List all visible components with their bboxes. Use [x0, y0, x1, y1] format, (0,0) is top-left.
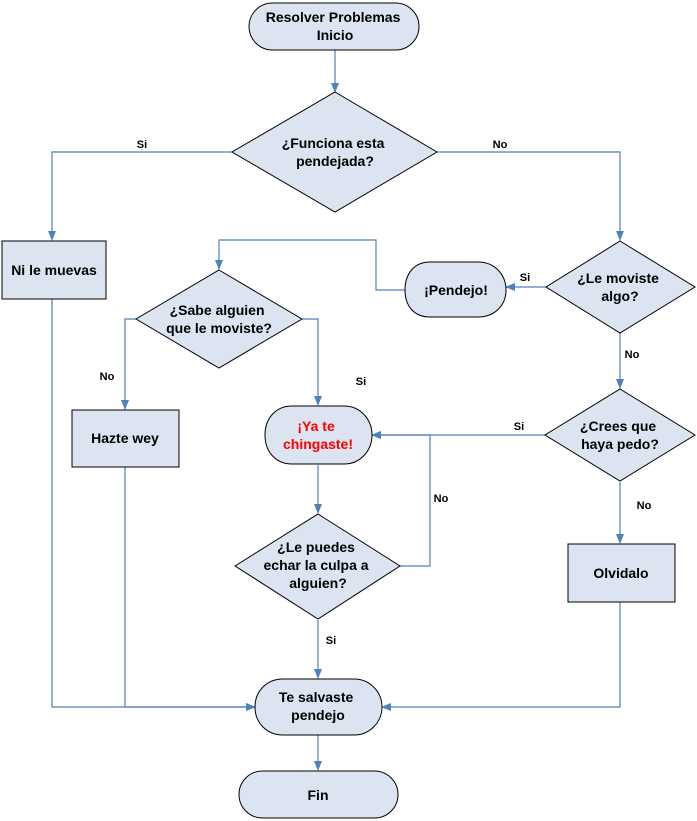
edge-label-trouble-no: No	[637, 500, 652, 512]
decision-anyone-knows-shape	[135, 269, 303, 369]
node-dont-touch: Ni le muevas	[1, 240, 107, 300]
node-start-label: Resolver Problemas Inicio	[266, 9, 405, 43]
node-play-dumb-label: Hazte wey	[91, 430, 159, 446]
node-end-label: Fin	[308, 787, 329, 803]
edge-label-blame-no: No	[434, 493, 449, 505]
edge-blame-no	[371, 431, 431, 567]
node-touched-label: ¿Le moviste algo?	[577, 270, 663, 304]
edge-label-touched-no: No	[625, 349, 640, 361]
node-dont-touch-label: Ni le muevas	[11, 262, 97, 278]
process-play-dumb-shape	[71, 409, 180, 468]
delay-idiot-shape	[404, 261, 507, 318]
edge-play-dumb-to-saved	[124, 467, 256, 711]
edge-label-trouble-yes: Si	[514, 421, 524, 433]
edge-forget-to-saved	[381, 602, 621, 711]
process-dont-touch-shape	[1, 240, 107, 300]
decision-blame-shape	[234, 513, 401, 620]
node-end: Fin	[238, 770, 399, 819]
end-terminator-shape	[238, 770, 399, 819]
node-saved-label: Te salvaste pendejo	[279, 689, 357, 723]
delay-screwed-shape	[264, 405, 373, 465]
node-play-dumb: Hazte wey	[71, 409, 180, 468]
start-terminator-shape	[248, 2, 420, 51]
node-screwed: ¡Ya te chingaste!	[264, 405, 373, 465]
decision-touched-shape	[545, 240, 696, 334]
edge-label-works-yes: Si	[137, 139, 147, 151]
edge-works-yes	[48, 151, 232, 241]
node-saved: Te salvaste pendejo	[254, 678, 383, 736]
edge-anyone-yes	[302, 318, 322, 406]
node-touched: ¿Le moviste algo?	[545, 240, 696, 334]
node-screwed-label: ¡Ya te chingaste!	[283, 418, 353, 452]
node-anyone-knows: ¿Sabe alguien que le moviste?	[135, 269, 303, 369]
process-forget-shape	[567, 543, 676, 603]
edge-label-works-no: No	[493, 139, 508, 151]
node-works-label: ¿Funciona esta pendejada?	[282, 135, 389, 169]
edge-label-anyone-no: No	[100, 371, 115, 383]
edge-idiot-to-anyone	[215, 239, 405, 291]
edge-label-blame-yes: Si	[326, 635, 336, 647]
edge-anyone-no	[121, 318, 136, 410]
node-forget-label: Olvidalo	[593, 565, 648, 581]
connectors	[48, 50, 624, 771]
node-anyone-knows-label: ¿Sabe alguien que le moviste?	[166, 302, 272, 336]
edge-label-touched-yes: Si	[520, 272, 530, 284]
node-idiot-label: ¡Pendejo!	[424, 282, 488, 298]
node-blame-label: ¿Le puedes echar la culpa a alguien?	[264, 539, 373, 591]
node-blame: ¿Le puedes echar la culpa a alguien?	[234, 513, 401, 620]
edge-works-no	[437, 151, 624, 241]
node-start: Resolver Problemas Inicio	[248, 2, 420, 51]
node-trouble: ¿Crees que haya pedo?	[544, 388, 696, 482]
node-works: ¿Funciona esta pendejada?	[231, 91, 438, 213]
node-idiot: ¡Pendejo!	[404, 261, 507, 318]
delay-saved-shape	[254, 678, 383, 736]
decision-works-shape	[231, 91, 438, 213]
node-forget: Olvidalo	[567, 543, 676, 603]
decision-trouble-shape	[544, 388, 696, 482]
edge-labels: Si No Si No No Si Si No No Si	[100, 139, 652, 647]
node-trouble-label: ¿Crees que haya pedo?	[580, 418, 660, 452]
edge-label-anyone-yes: Si	[356, 376, 366, 388]
